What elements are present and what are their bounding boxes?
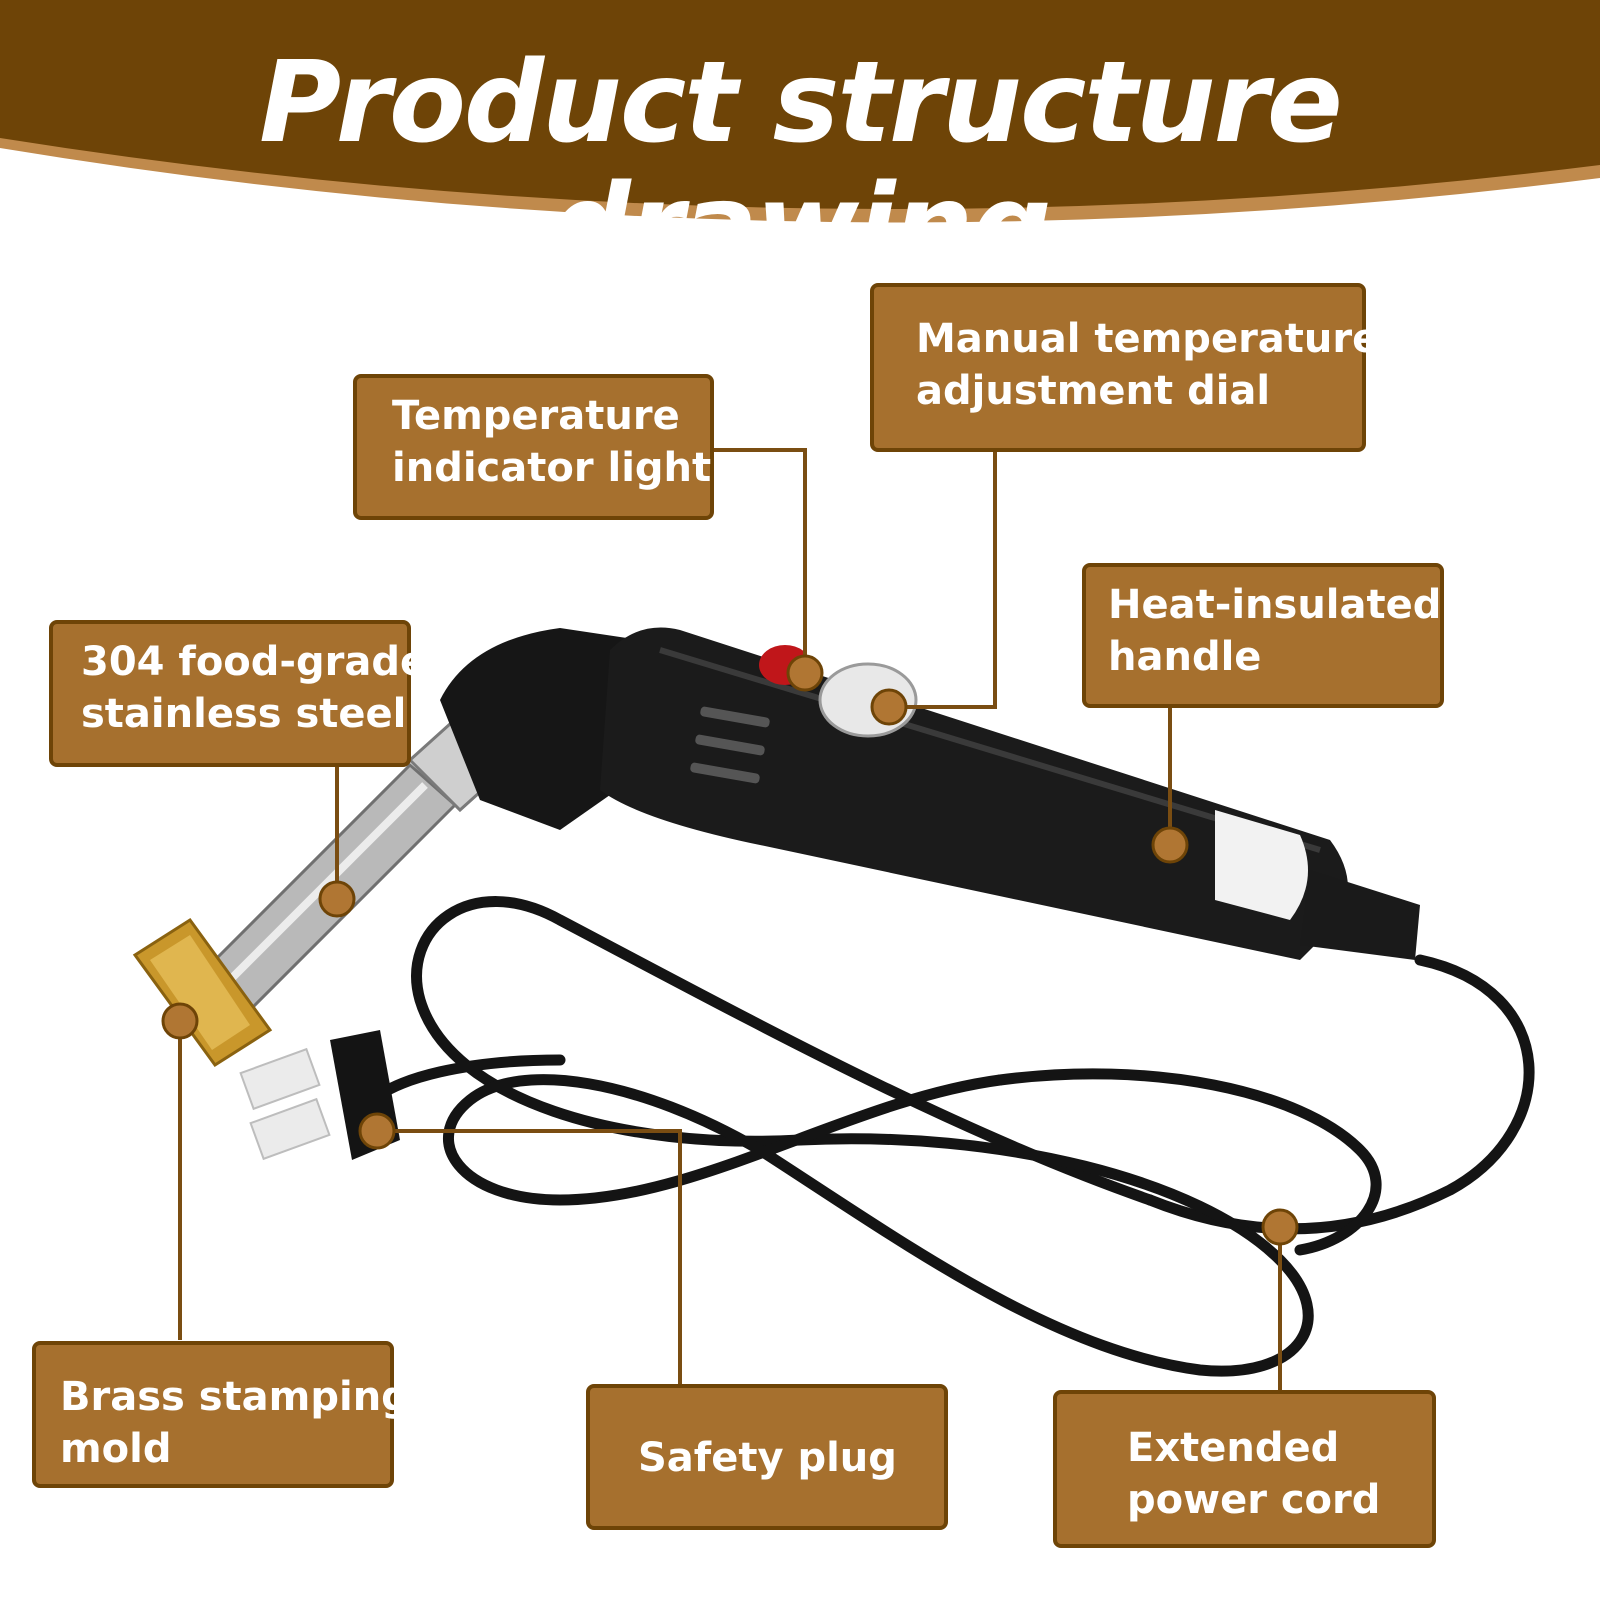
- callout-text-line: Heat-insulated: [1108, 582, 1442, 628]
- callout-text-line: power cord: [1127, 1477, 1381, 1523]
- callout-text-line: indicator light: [392, 445, 712, 491]
- callout-text-line: 304 food-grade: [81, 639, 428, 685]
- leader-lines: [178, 448, 1282, 1390]
- callout-temperature-indicator-light: Temperature indicator light: [353, 374, 714, 520]
- callout-manual-temperature-adjustment-dial: Manual temperature adjustment dial: [870, 283, 1380, 452]
- power-cord: [374, 896, 1535, 1377]
- callout-text-line: Manual temperature: [916, 316, 1380, 362]
- callout-text-line: Extended: [1127, 1425, 1340, 1471]
- callout-text-line: Safety plug: [638, 1435, 897, 1481]
- header-banner: [0, 0, 1600, 223]
- callout-brass-stamping-mold: Brass stamping mold: [32, 1341, 410, 1488]
- callout-safety-plug: Safety plug: [586, 1384, 948, 1530]
- callout-text-line: stainless steel: [81, 691, 407, 737]
- callout-text-line: adjustment dial: [916, 368, 1271, 414]
- callout-text-line: Brass stamping: [60, 1374, 410, 1420]
- callout-text-line: Temperature: [392, 393, 680, 439]
- callout-text-line: handle: [1108, 634, 1262, 680]
- callout-stainless-steel: 304 food-grade stainless steel: [49, 620, 428, 767]
- leader-dots: [161, 654, 1299, 1246]
- callout-heat-insulated-handle: Heat-insulated handle: [1082, 563, 1444, 708]
- page-title: Product structure drawing: [259, 38, 1343, 292]
- callout-extended-power-cord: Extended power cord: [1053, 1390, 1436, 1548]
- heat-insulated-handle: [440, 627, 1420, 960]
- callout-text-line: mold: [60, 1426, 172, 1472]
